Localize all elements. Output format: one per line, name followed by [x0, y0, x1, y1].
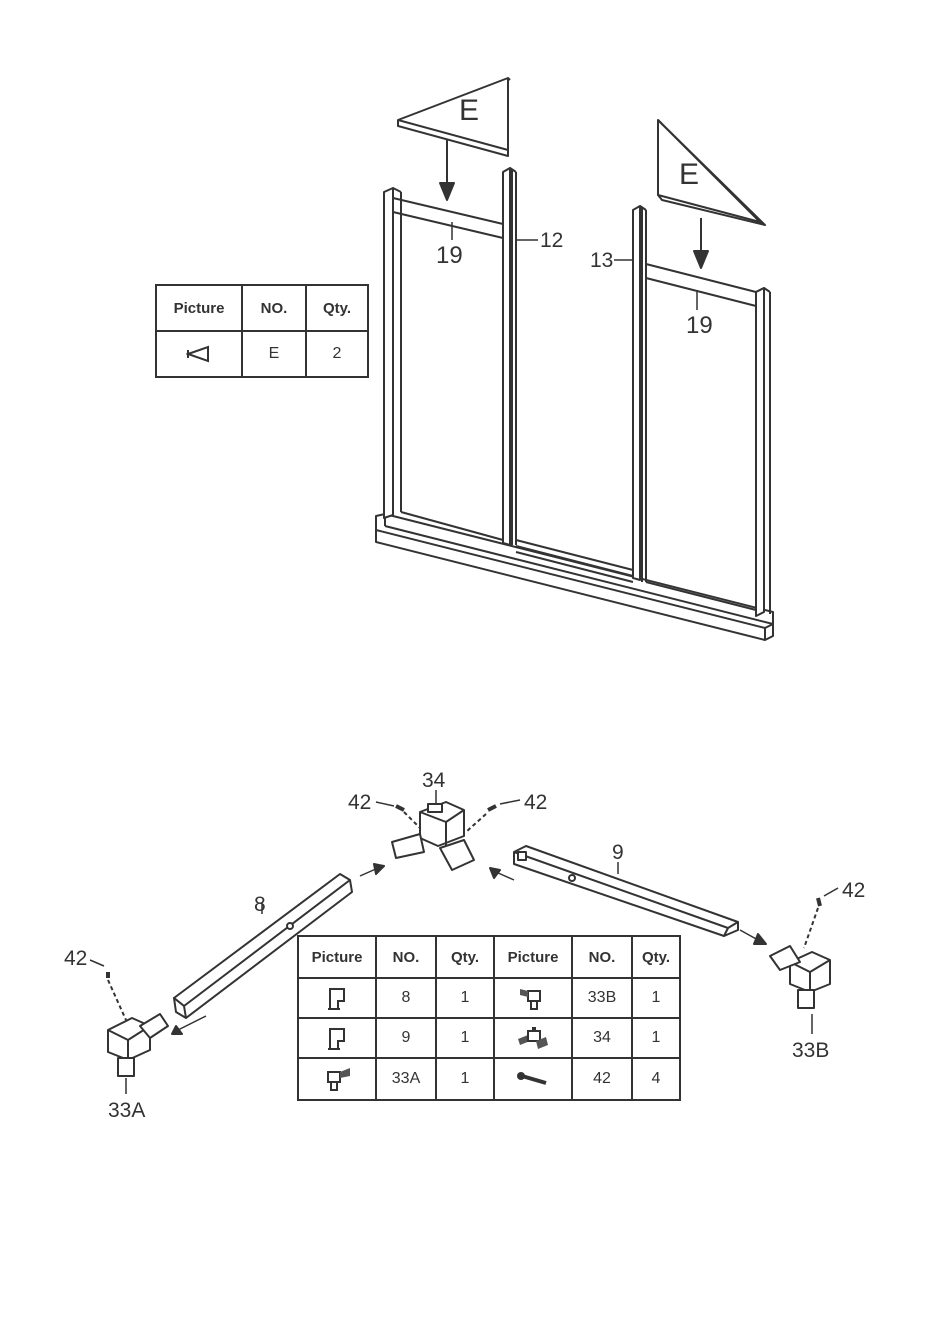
- corner-connector-icon: [298, 1058, 376, 1100]
- rail-9: [514, 846, 738, 936]
- header-picture: Picture: [298, 936, 376, 978]
- table-row: E 2: [156, 331, 368, 377]
- header-picture: Picture: [156, 285, 242, 331]
- header-no: NO.: [376, 936, 436, 978]
- rail-profile-icon: [298, 1018, 376, 1058]
- callout-rail-9: 9: [612, 842, 624, 863]
- callout-post-12: 12: [540, 230, 563, 251]
- corner-connector-icon: [494, 978, 572, 1018]
- callout-screw-left: 42: [348, 792, 371, 813]
- header-no: NO.: [242, 285, 306, 331]
- header-picture: Picture: [494, 936, 572, 978]
- arrow-down-right: [694, 218, 708, 268]
- panel-letter-right: E: [679, 160, 699, 190]
- arrow-rail9-top: [490, 868, 514, 880]
- callout-corner-33a: 33A: [108, 1100, 145, 1121]
- corner-connector-33b: [770, 888, 838, 1034]
- base-sill: [376, 514, 773, 640]
- callout-rail-8: 8: [254, 894, 266, 915]
- parts-table-top: Picture NO. Qty. E 2: [155, 284, 369, 378]
- part-number: 34: [572, 1018, 632, 1058]
- part-number: 33B: [572, 978, 632, 1018]
- part-qty: 1: [632, 978, 680, 1018]
- callout-corner-33b: 33B: [792, 1040, 829, 1061]
- panel-letter-left: E: [459, 96, 479, 126]
- left-frame: [384, 188, 503, 540]
- arrow-rail8-top: [360, 864, 384, 876]
- part-qty: 1: [436, 1018, 494, 1058]
- part-qty: 1: [436, 1058, 494, 1100]
- header-qty: Qty.: [632, 936, 680, 978]
- ridge-connector-icon: [494, 1018, 572, 1058]
- part-qty: 2: [306, 331, 368, 377]
- table-row: 8 1 33B 1: [298, 978, 680, 1018]
- callout-screw-far-right: 42: [842, 880, 865, 901]
- parts-table-bottom: Picture NO. Qty. Picture NO. Qty. 8 1 33…: [297, 935, 681, 1101]
- header-qty: Qty.: [436, 936, 494, 978]
- table-row: 33A 1 42 4: [298, 1058, 680, 1100]
- gable-panel-right: [658, 120, 765, 225]
- arrow-down-left: [440, 140, 454, 200]
- corner-connector-33a: [90, 960, 168, 1094]
- part-qty: 4: [632, 1058, 680, 1100]
- part-qty: 1: [632, 1018, 680, 1058]
- callout-connector-34: 34: [422, 770, 445, 791]
- arrow-rail8-bottom: [172, 1016, 206, 1034]
- callout-screw-right: 42: [524, 792, 547, 813]
- part-number: 33A: [376, 1058, 436, 1100]
- screw-top-right: [466, 800, 520, 832]
- screw-icon: [494, 1058, 572, 1100]
- screw-top-left: [396, 806, 420, 828]
- header-qty: Qty.: [306, 285, 368, 331]
- trapezoid-panel-icon: [156, 331, 242, 377]
- part-number: 8: [376, 978, 436, 1018]
- callout-screw-far-left: 42: [64, 948, 87, 969]
- callout-post-13: 13: [590, 250, 613, 271]
- arrow-rail9-bottom: [740, 930, 766, 944]
- post-13: [633, 206, 646, 582]
- gable-panel-left: [398, 78, 510, 156]
- header-no: NO.: [572, 936, 632, 978]
- part-number: E: [242, 331, 306, 377]
- table-row: 9 1 34 1: [298, 1018, 680, 1058]
- rail-profile-icon: [298, 978, 376, 1018]
- part-number: 9: [376, 1018, 436, 1058]
- part-number: 42: [572, 1058, 632, 1100]
- callout-left-bar: 19: [436, 244, 463, 268]
- callout-right-bar: 19: [686, 314, 713, 338]
- post-12: [503, 168, 516, 545]
- part-qty: 1: [436, 978, 494, 1018]
